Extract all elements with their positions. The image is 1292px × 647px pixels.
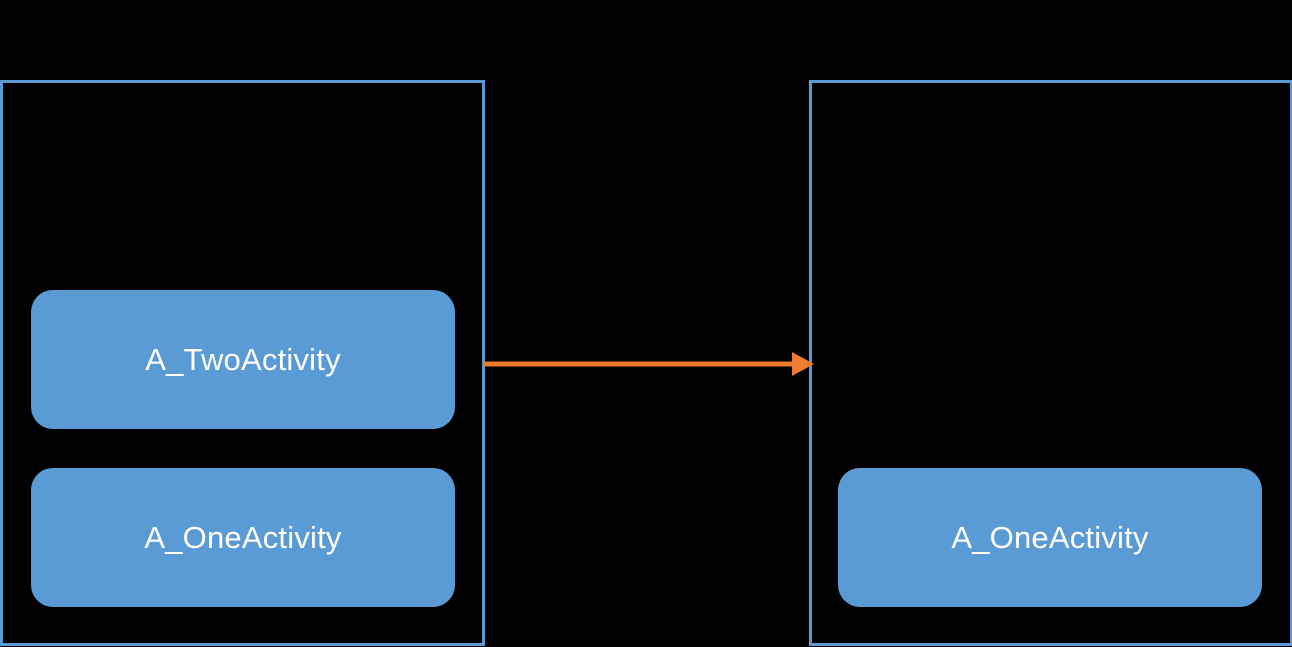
activity-node-label: A_TwoActivity bbox=[145, 342, 341, 377]
activity-stack-container-before bbox=[0, 80, 485, 646]
transition-arrow-icon bbox=[484, 352, 814, 376]
activity-node-one-activity-before[interactable]: A_OneActivity bbox=[31, 468, 455, 607]
activity-node-one-activity-after[interactable]: A_OneActivity bbox=[838, 468, 1262, 607]
activity-node-label: A_OneActivity bbox=[951, 520, 1149, 555]
activity-node-two-activity[interactable]: A_TwoActivity bbox=[31, 290, 455, 429]
arrow-head bbox=[792, 352, 814, 376]
activity-node-label: A_OneActivity bbox=[144, 520, 342, 555]
